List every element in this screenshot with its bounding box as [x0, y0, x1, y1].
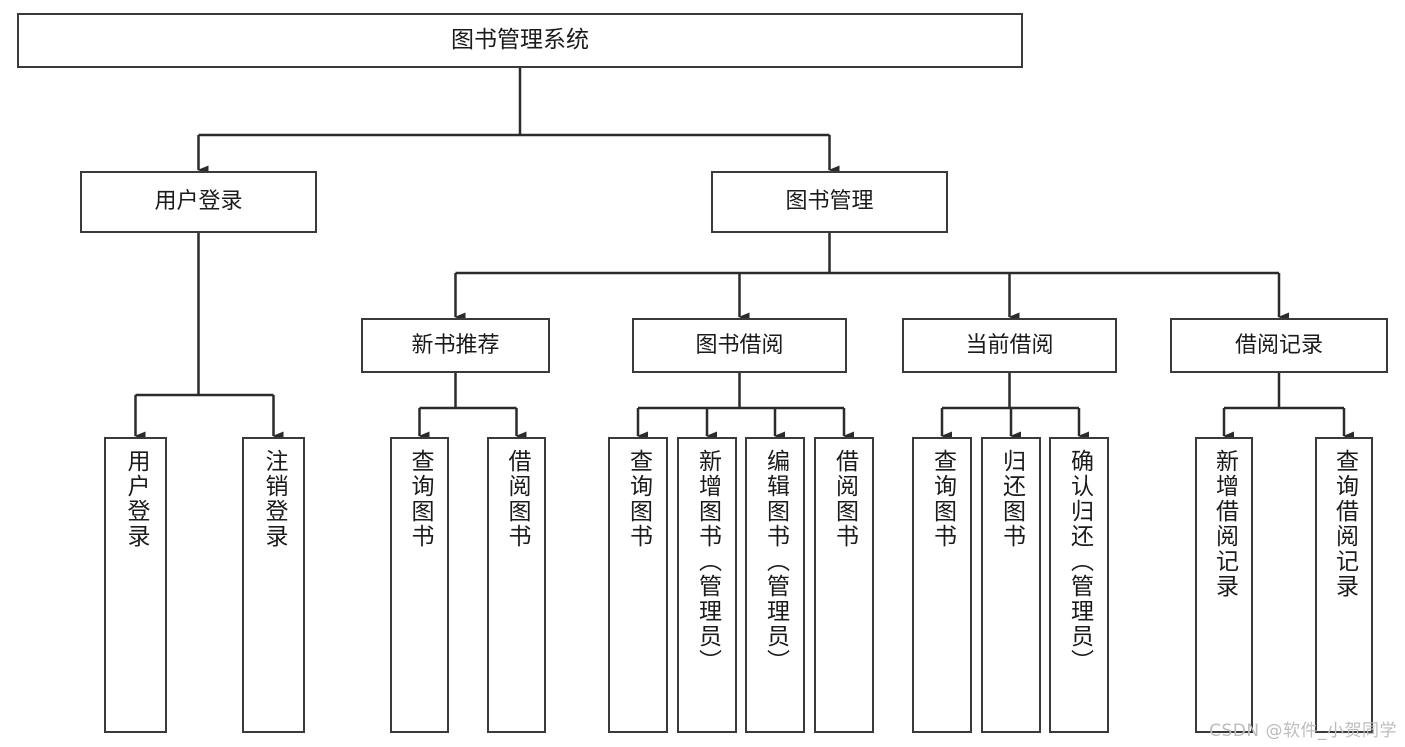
node-label-leaf-query-book-1: 查询图书 — [407, 449, 433, 549]
node-label-book-manage: 图书管理 — [785, 189, 874, 215]
node-root[interactable]: 图书管理系统 — [17, 13, 1023, 68]
node-label-root: 图书管理系统 — [451, 26, 589, 53]
node-label-book-borrow: 图书借阅 — [695, 332, 784, 358]
node-label-leaf-user-login: 用户登录 — [123, 449, 149, 549]
node-label-user-login: 用户登录 — [154, 189, 243, 215]
edge-paths — [134, 68, 1354, 441]
node-leaf-query-record[interactable]: 查询借阅记录 — [1315, 437, 1373, 733]
node-leaf-add-book[interactable]: 新增图书（管理员） — [677, 437, 737, 733]
node-leaf-user-login[interactable]: 用户登录 — [104, 437, 167, 733]
node-label-leaf-user-logout: 注销登录 — [261, 449, 287, 549]
node-label-borrow-record: 借阅记录 — [1234, 332, 1323, 358]
node-label-leaf-edit-book: 编辑图书（管理员） — [762, 449, 789, 674]
node-borrow-record[interactable]: 借阅记录 — [1170, 318, 1388, 373]
node-label-leaf-return-book: 归还图书 — [998, 449, 1025, 549]
node-label-leaf-add-book: 新增图书（管理员） — [694, 449, 721, 674]
node-label-current-borrow: 当前借阅 — [965, 332, 1054, 358]
node-leaf-return-book[interactable]: 归还图书 — [981, 437, 1041, 733]
node-leaf-query-book-2[interactable]: 查询图书 — [608, 437, 668, 733]
node-leaf-user-logout[interactable]: 注销登录 — [242, 437, 305, 733]
node-label-leaf-add-record: 新增借阅记录 — [1211, 449, 1238, 599]
node-label-leaf-confirm-return: 确认归还（管理员） — [1066, 449, 1093, 674]
watermark-text: CSDN @软件_小贺同学 — [1209, 721, 1397, 741]
node-label-leaf-query-book-2: 查询图书 — [625, 449, 652, 549]
node-current-borrow[interactable]: 当前借阅 — [902, 318, 1117, 373]
node-leaf-add-record[interactable]: 新增借阅记录 — [1195, 437, 1253, 733]
node-label-leaf-query-book-3: 查询图书 — [929, 449, 956, 549]
node-leaf-borrow-book-2[interactable]: 借阅图书 — [814, 437, 874, 733]
node-book-borrow[interactable]: 图书借阅 — [632, 318, 847, 373]
node-label-leaf-borrow-book-2: 借阅图书 — [831, 449, 858, 549]
node-leaf-query-book-1[interactable]: 查询图书 — [390, 437, 449, 733]
node-leaf-query-book-3[interactable]: 查询图书 — [912, 437, 972, 733]
node-leaf-confirm-return[interactable]: 确认归还（管理员） — [1049, 437, 1109, 733]
node-book-manage[interactable]: 图书管理 — [711, 171, 948, 233]
node-label-leaf-borrow-book-1: 借阅图书 — [504, 449, 530, 549]
node-leaf-borrow-book-1[interactable]: 借阅图书 — [487, 437, 546, 733]
node-leaf-edit-book[interactable]: 编辑图书（管理员） — [745, 437, 805, 733]
node-new-book-rec[interactable]: 新书推荐 — [361, 318, 550, 373]
node-label-new-book-rec: 新书推荐 — [411, 332, 500, 358]
node-label-leaf-query-record: 查询借阅记录 — [1331, 449, 1358, 599]
node-user-login[interactable]: 用户登录 — [80, 171, 317, 233]
